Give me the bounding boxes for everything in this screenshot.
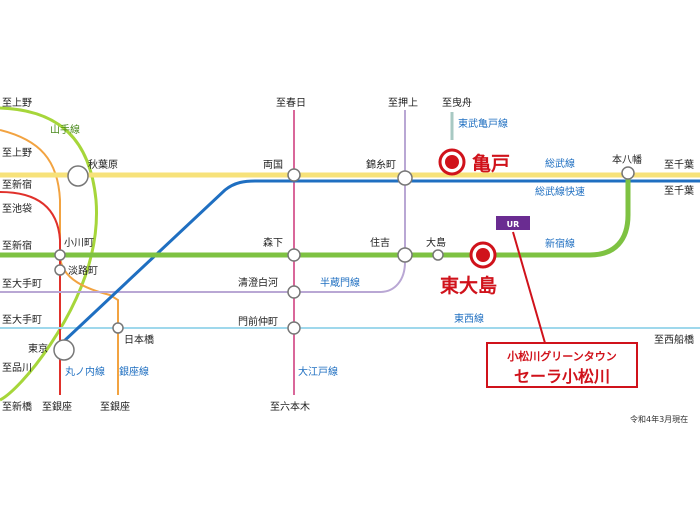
dir-otemachi-2: 至大手町: [2, 313, 42, 326]
station-ogawamachi[interactable]: [54, 249, 66, 261]
station-tokyo[interactable]: [53, 339, 75, 361]
station-morishita[interactable]: [287, 248, 301, 262]
dir-hikifune: 至曳舟: [442, 96, 472, 109]
station-kiyosumi[interactable]: [287, 285, 301, 299]
label-hanzomon-line: 半蔵門線: [320, 276, 360, 289]
dir-shinjuku-1: 至新宿: [2, 178, 32, 191]
label-higashiojima: 東大島: [440, 274, 497, 297]
ur-badge: [496, 216, 530, 230]
station-akihabara[interactable]: [67, 165, 89, 187]
label-morishita: 森下: [263, 236, 283, 249]
callout-line2: セーラ小松川: [514, 367, 610, 386]
dir-shinagawa: 至品川: [2, 362, 32, 374]
dir-nishifunabashi: 至西船橋: [654, 333, 694, 346]
label-ginza-line: 銀座線: [119, 365, 149, 378]
dir-ikebukuro: 至池袋: [2, 202, 32, 215]
callout-line1: 小松川グリーンタウン: [506, 349, 616, 363]
dir-ueno-1: 至上野: [2, 97, 32, 109]
ur-badge-text: UR: [507, 220, 520, 229]
label-shinjuku-line: 新宿線: [545, 237, 575, 250]
label-marunouchi-line: 丸ノ内線: [65, 365, 105, 378]
dir-ginza-1: 至銀座: [42, 400, 72, 413]
station-higashiojima-dot: [476, 248, 490, 262]
label-sumiyoshi: 住吉: [370, 236, 390, 249]
station-monzen[interactable]: [287, 321, 301, 335]
station-sumiyoshi[interactable]: [397, 247, 413, 263]
callout-pointer: [512, 231, 546, 344]
label-kinshicho: 錦糸町: [366, 158, 396, 171]
station-nihonbashi[interactable]: [112, 322, 124, 334]
dir-shimbashi: 至新橋: [2, 400, 32, 413]
station-ojima[interactable]: [432, 249, 444, 261]
dir-shinjuku-2: 至新宿: [2, 239, 32, 252]
station-kinshicho[interactable]: [397, 170, 413, 186]
label-tobu-kameido-line: 東武亀戸線: [458, 117, 508, 130]
station-awajicho[interactable]: [54, 264, 66, 276]
label-kameido: 亀戸: [472, 153, 510, 175]
label-awajicho: 淡路町: [68, 264, 98, 277]
station-motoyawata[interactable]: [621, 166, 635, 180]
label-ogawamachi: 小川町: [64, 237, 94, 249]
sobu-rapid-line: [60, 179, 700, 345]
dir-ginza-2: 至銀座: [100, 400, 130, 413]
callout-box: [486, 342, 638, 388]
label-motoyawata: 本八幡: [612, 153, 642, 166]
yamanote-line: [0, 106, 99, 402]
label-nihonbashi: 日本橋: [124, 333, 154, 346]
dir-chiba-1: 至千葉: [664, 158, 694, 171]
marunouchi-line: [0, 191, 61, 395]
label-sobu-rapid-line: 総武線快速: [535, 185, 585, 198]
dir-kasuga: 至春日: [276, 97, 306, 109]
dir-ueno-2: 至上野: [2, 147, 32, 159]
label-ryogoku: 両国: [263, 159, 283, 171]
dir-otemachi-1: 至大手町: [2, 277, 42, 290]
label-oedo-line: 大江戸線: [298, 365, 338, 378]
dir-chiba-2: 至千葉: [664, 184, 694, 197]
label-sobu-line: 総武線: [545, 157, 575, 170]
label-kiyosumi: 清澄白河: [238, 276, 278, 289]
station-kameido-dot: [445, 155, 459, 169]
label-yamanote-line: 山手線: [50, 123, 80, 136]
label-ojima: 大島: [426, 236, 446, 249]
dir-oshiage: 至押上: [388, 96, 418, 109]
label-tozai-line: 東西線: [454, 312, 484, 325]
dir-roppongi: 至六本木: [270, 400, 310, 413]
label-tokyo: 東京: [28, 342, 48, 355]
shinjuku-line: [0, 175, 631, 258]
label-monzen: 門前仲町: [238, 315, 278, 328]
station-ryogoku[interactable]: [287, 168, 301, 182]
date-note: 令和4年3月現在: [630, 414, 688, 424]
label-akihabara: 秋葉原: [88, 158, 118, 171]
